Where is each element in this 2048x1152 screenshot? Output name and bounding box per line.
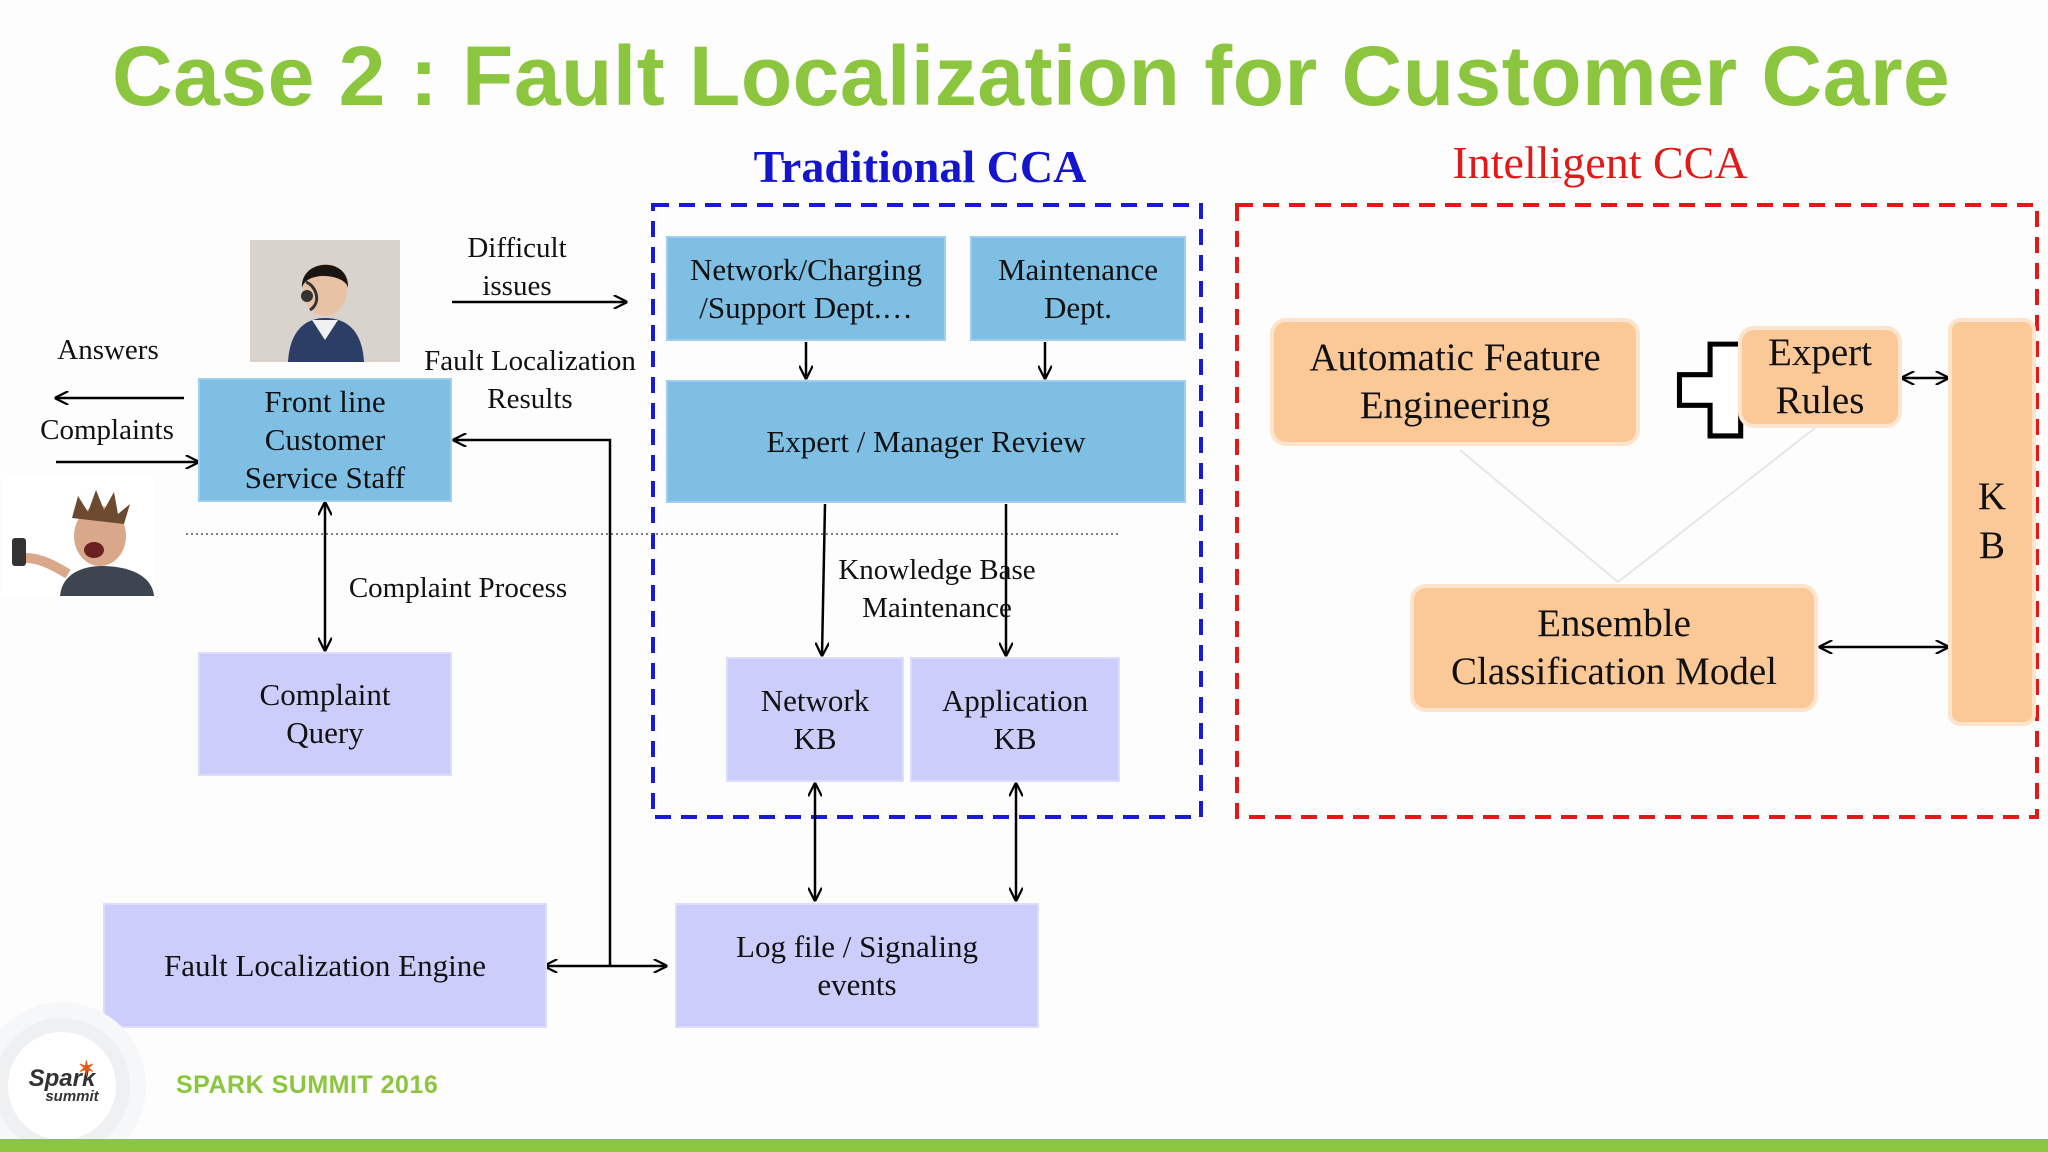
slide-title: Case 2 : Fault Localization for Customer… [112,29,1951,123]
log-file-signaling-box: Log file / Signaling events [675,903,1039,1028]
expert-manager-review-box: Expert / Manager Review [666,380,1186,503]
spark-star-icon: ✶ [78,1058,95,1080]
footer-brand: SPARK SUMMIT 2016 [176,1071,439,1099]
angry-customer-photo [2,478,154,596]
fault-localization-results-label: Fault Localization Results [424,345,636,415]
logo-text-summit: summit [45,1088,99,1105]
complaint-query-box: Complaint Query [198,652,452,776]
front-line-staff-box: Front line Customer Service Staff [198,378,452,502]
logo-text-spark: Spark [28,1065,96,1092]
network-charging-dept-box: Network/Charging /Support Dept.… [666,236,946,341]
kb-maintenance-label: Knowledge Base Maintenance [838,554,1036,624]
intelligent-cca-region [1235,203,2039,819]
intelligent-cca-header: Intelligent CCA [1452,137,1748,188]
spark-summit-logo: Spark summit ✶ [8,1032,116,1140]
automatic-feature-engineering-box: Automatic Feature Engineering [1270,318,1640,446]
fault-localization-engine-box: Fault Localization Engine [103,903,547,1028]
expert-rules-box: Expert Rules [1738,326,1902,428]
footer-bar [0,1139,2048,1152]
knowledge-base-kb-box: K B [1948,318,2036,726]
customer-service-agent-photo [250,240,400,362]
complaints-label: Complaints [40,414,174,446]
maintenance-dept-box: Maintenance Dept. [970,236,1186,341]
traditional-cca-header: Traditional CCA [753,141,1087,192]
application-kb-box: Application KB [910,657,1120,782]
ensemble-classification-model-box: Ensemble Classification Model [1410,584,1818,712]
answers-label: Answers [57,334,159,366]
difficult-issues-label: Difficult issues [467,232,567,302]
complaint-process-label: Complaint Process [348,572,568,604]
network-kb-box: Network KB [726,657,904,782]
traditional-cca-region [651,203,1203,819]
